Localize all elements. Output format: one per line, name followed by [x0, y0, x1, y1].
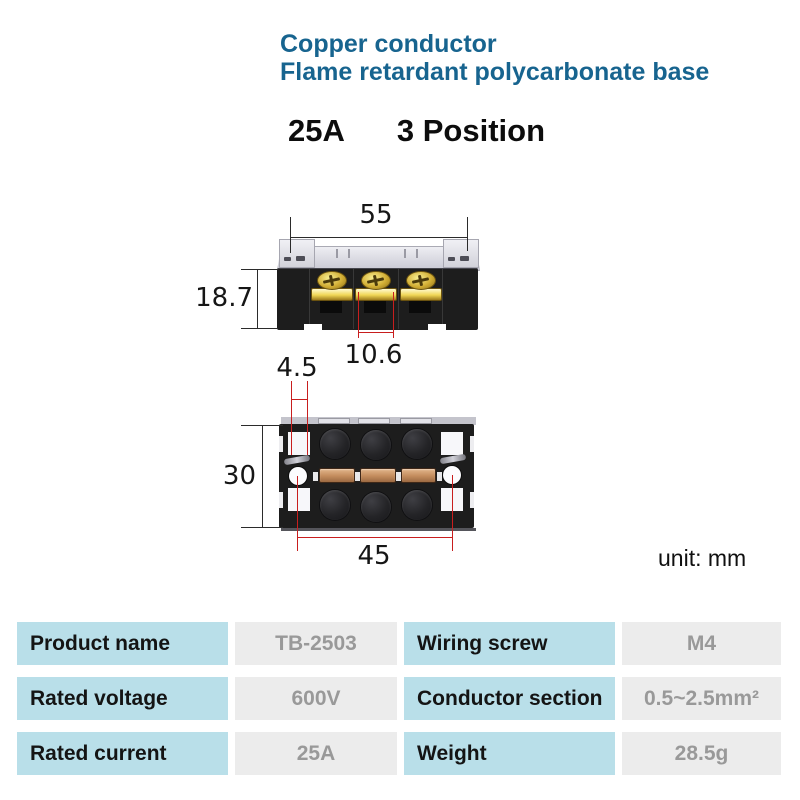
dim-tick — [241, 269, 278, 270]
unit-note: unit: mm — [658, 545, 747, 571]
dim-55-label: 55 — [359, 200, 393, 230]
dim-4-5-label: 4.5 — [276, 353, 318, 383]
dim-line-red — [358, 332, 394, 333]
screw-circle — [361, 492, 391, 522]
body-seam — [353, 269, 354, 329]
cover-mark — [404, 249, 406, 258]
position-count: 3 Position — [396, 113, 546, 148]
header-line1: Copper conductor — [280, 30, 497, 58]
cover-speck — [460, 256, 469, 261]
copper-strip — [401, 468, 436, 483]
dim-line-red — [452, 475, 453, 551]
edge-slot — [470, 436, 474, 452]
screw-circle — [320, 490, 350, 520]
dim-18-7-label: 18.7 — [195, 283, 253, 313]
screw-circle — [402, 429, 432, 459]
cover-ear — [443, 239, 479, 268]
dim-line-red — [297, 476, 298, 551]
body-seam — [398, 269, 399, 329]
dim-tick — [467, 217, 468, 251]
dim-line — [262, 425, 263, 527]
top-tab — [400, 418, 432, 424]
edge-slot — [279, 492, 283, 508]
dim-line-red — [291, 381, 292, 455]
spec-value-rated-voltage: 600V — [235, 677, 397, 720]
screw-circle — [402, 490, 432, 520]
strip-gap — [396, 472, 401, 481]
dim-10-6-label: 10.6 — [344, 340, 403, 370]
spec-value-weight: 28.5g — [622, 732, 781, 775]
current-rating: 25A — [288, 113, 345, 148]
cover-ear — [279, 239, 315, 268]
screw-circle — [361, 430, 391, 460]
edge-slot — [279, 436, 283, 452]
mounting-hole — [289, 467, 307, 485]
body-seam — [442, 269, 443, 329]
dim-tick — [241, 425, 283, 426]
top-tab — [358, 418, 390, 424]
body-seam — [309, 269, 310, 329]
spec-table: Product name TB-2503 Wiring screw M4 Rat… — [17, 622, 781, 775]
cover-speck — [296, 256, 305, 261]
dim-line-red — [291, 399, 308, 400]
copper-strip — [319, 468, 355, 483]
dim-line-red — [393, 292, 394, 338]
spec-value-conductor-section: 0.5~2.5mm² — [622, 677, 781, 720]
dim-line-red — [297, 537, 453, 538]
terminal-slot — [409, 300, 431, 313]
screw-head — [406, 271, 436, 290]
bottom-edge — [281, 528, 476, 531]
strip-gap — [437, 472, 442, 481]
cover-mark — [348, 249, 350, 258]
mount-square — [288, 432, 310, 455]
dim-line — [257, 269, 258, 328]
cover-speck — [284, 257, 291, 261]
dim-tick — [241, 527, 283, 528]
spec-label-wiring-screw: Wiring screw — [404, 622, 615, 665]
screw-head — [361, 271, 391, 290]
cover-mark — [336, 249, 338, 258]
dim-line — [290, 237, 467, 238]
top-tab — [318, 418, 350, 424]
mount-square — [288, 488, 310, 511]
spec-label-rated-current: Rated current — [17, 732, 228, 775]
spec-label-weight: Weight — [404, 732, 615, 775]
strip-gap — [313, 472, 318, 481]
spec-label-rated-voltage: Rated voltage — [17, 677, 228, 720]
dim-tick — [290, 217, 291, 253]
edge-slot — [470, 492, 474, 508]
strip-gap — [355, 472, 360, 481]
spec-value-wiring-screw: M4 — [622, 622, 781, 665]
dim-line-red — [358, 292, 359, 338]
copper-strip — [360, 468, 396, 483]
spec-label-product-name: Product name — [17, 622, 228, 665]
screw-circle — [320, 429, 350, 459]
dim-line-red — [307, 381, 308, 455]
cover-speck — [448, 257, 455, 261]
dim-tick — [241, 328, 278, 329]
header-line2: Flame retardant polycarbonate base — [280, 58, 710, 86]
spec-label-conductor-section: Conductor section — [404, 677, 615, 720]
spec-value-product-name: TB-2503 — [235, 622, 397, 665]
bottom-notch — [428, 324, 446, 331]
screw-head — [317, 271, 347, 290]
terminal-slot — [364, 300, 386, 313]
terminal-slot — [320, 300, 342, 313]
header-tagline: Copper conductor Flame retardant polycar… — [280, 30, 709, 86]
bottom-notch — [304, 324, 322, 331]
dim-30-label: 30 — [222, 461, 256, 491]
spec-value-rated-current: 25A — [235, 732, 397, 775]
dim-45-label: 45 — [357, 541, 391, 571]
mount-square — [441, 432, 463, 455]
product-title: 25A 3 Position — [288, 113, 545, 149]
cover-mark — [416, 249, 418, 258]
